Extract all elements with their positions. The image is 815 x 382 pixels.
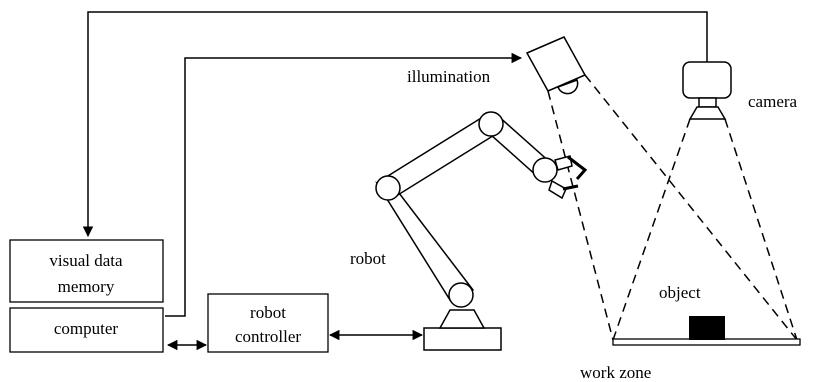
camera-icon (682, 61, 732, 120)
camera-label: camera (748, 92, 798, 111)
robot-label: robot (350, 249, 386, 268)
visual-data-memory-box (9, 239, 164, 303)
illumination-label: illumination (407, 67, 491, 86)
robot-arm-icon (375, 111, 588, 351)
object-block (689, 316, 725, 340)
camera-view-left (612, 118, 691, 341)
camera-to-memory-line (82, 11, 708, 238)
computer-to-illumination-line (165, 52, 523, 317)
robot-controller-label-1: robot (250, 303, 286, 322)
visual-data-memory-label-2: memory (58, 277, 115, 296)
illumination-cone-right (584, 74, 798, 341)
robot-controller-box (207, 293, 329, 353)
computer-label: computer (54, 319, 119, 338)
work-zone-label: work zone (580, 363, 651, 382)
camera-view-right (724, 118, 798, 341)
object-label: object (659, 283, 701, 302)
illumination-lamp-icon (525, 36, 587, 95)
robot-controller-label-2: controller (235, 327, 301, 346)
computer-box (9, 307, 164, 353)
illumination-cone-left (547, 90, 614, 341)
visual-data-memory-label-1: visual data (49, 251, 123, 270)
